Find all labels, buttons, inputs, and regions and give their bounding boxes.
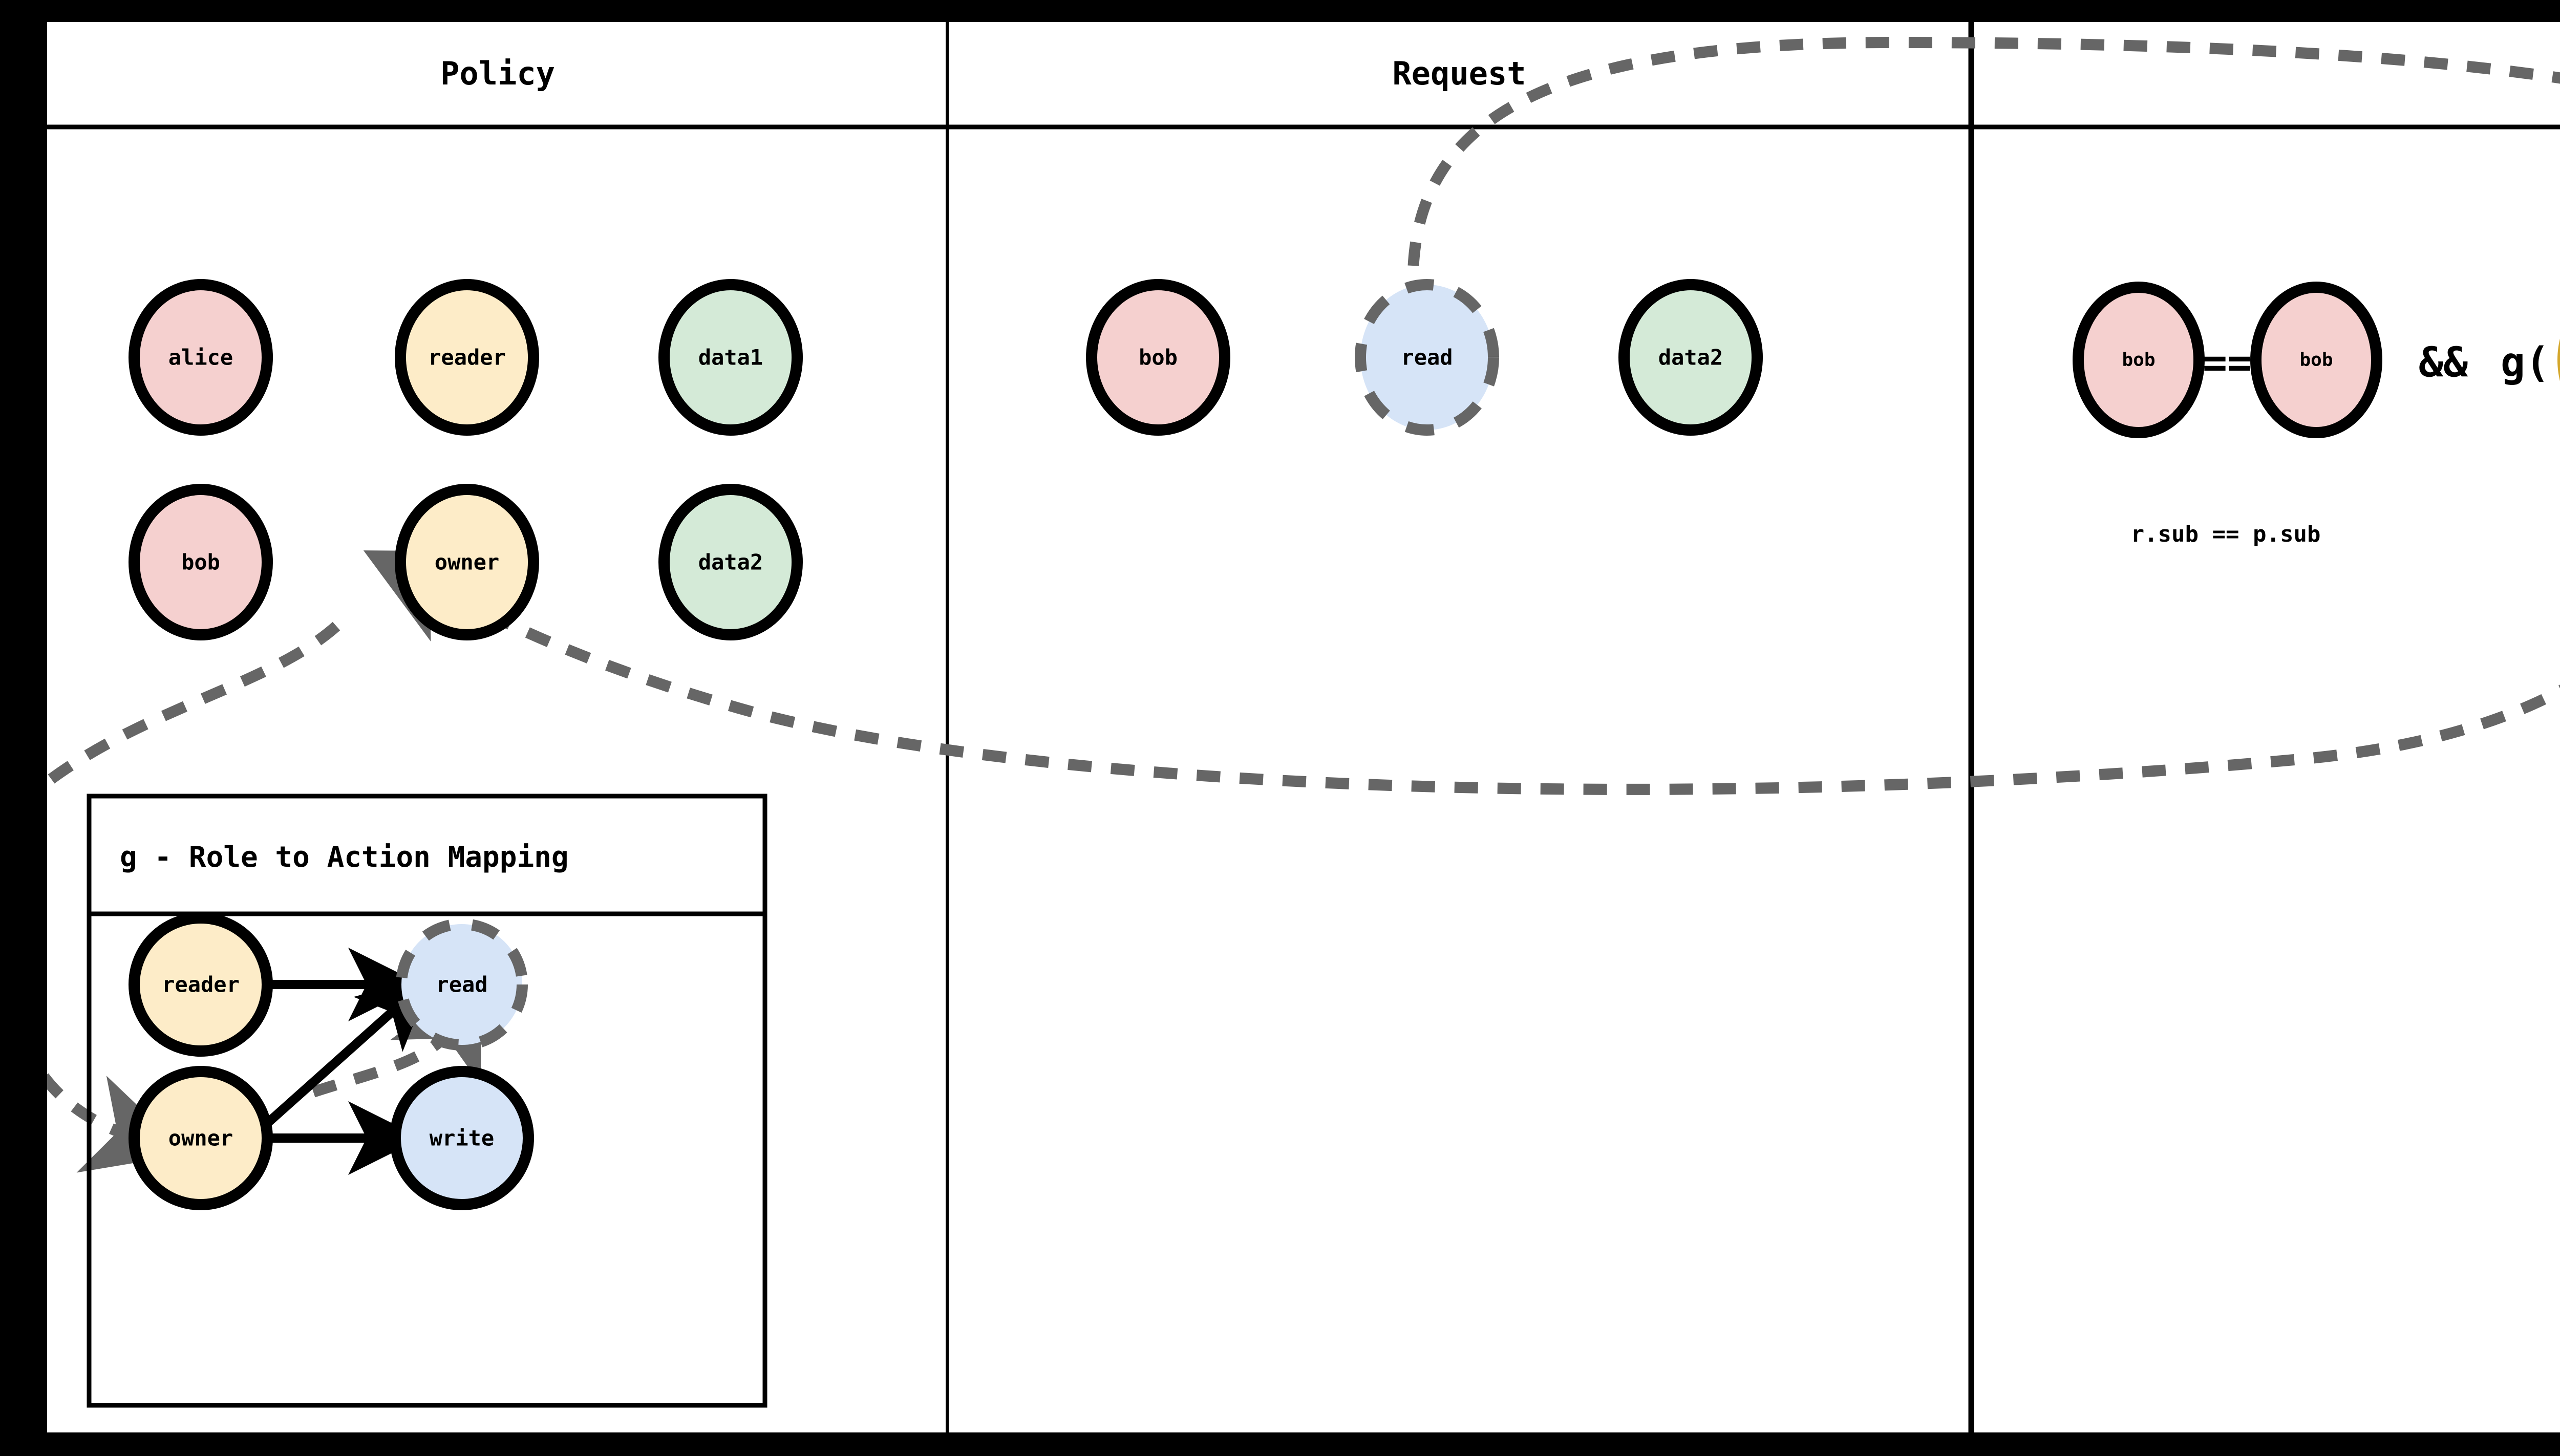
node-ellipse: [129, 1066, 273, 1210]
subgraph-role-to-action: g - Role to Action Mapping reader read o…: [87, 794, 767, 1408]
subgraph-node-read[interactable]: read: [396, 918, 528, 1051]
policy-node-alice[interactable]: alice: [129, 279, 273, 436]
node-label: alice: [168, 345, 233, 370]
node-ellipse: [1086, 279, 1230, 436]
node-label: data2: [1658, 345, 1723, 370]
link-match-owner-to-policy-owner: [363, 550, 2560, 795]
node-label: bob: [181, 550, 220, 575]
request-column: bob read data2: [1086, 279, 1763, 436]
matching-column: bob == bob && g( owner , read ) &&: [2073, 282, 2560, 547]
request-node-data2[interactable]: data2: [1618, 279, 1763, 436]
node-ellipse: [1618, 279, 1763, 436]
node-label: owner: [168, 1126, 233, 1151]
node-ellipse: [129, 912, 273, 1057]
node-label: bob: [1139, 345, 1178, 370]
node-label: data1: [698, 345, 763, 370]
subgraph-box: [87, 794, 767, 1408]
node-label: bob: [2299, 350, 2333, 371]
node-ellipse: [395, 484, 539, 640]
node-ellipse: [658, 484, 803, 640]
node-label: data2: [698, 550, 763, 575]
subgraph-node-reader[interactable]: reader: [129, 912, 273, 1057]
node-ellipse: [1355, 279, 1499, 436]
matching-operator-eq-1: ==: [2203, 339, 2252, 387]
node-label: bob: [2122, 350, 2155, 371]
column-header-request: Request: [1392, 55, 1526, 92]
node-ellipse: [395, 279, 539, 436]
node-ellipse: [396, 918, 528, 1051]
column-header-policy: Policy: [440, 55, 555, 92]
matching-operator-and-1: &&: [2419, 339, 2468, 387]
node-label: reader: [428, 345, 506, 370]
policy-node-data2[interactable]: data2: [658, 484, 803, 640]
casbin-matcher-diagram: Policy Request Matching alice reader dat…: [47, 22, 2560, 1432]
node-ellipse: [2073, 282, 2205, 438]
node-ellipse: [658, 279, 803, 436]
matching-node-bob-request[interactable]: bob: [2073, 282, 2205, 438]
node-label: write: [430, 1126, 494, 1151]
policy-node-bob[interactable]: bob: [129, 484, 273, 640]
matching-node-bob-policy[interactable]: bob: [2250, 282, 2382, 438]
policy-column: alice reader data1 bob owner data2: [129, 279, 803, 640]
link-policy-owner-to-g-owner: [47, 622, 340, 1173]
column-frame: [47, 22, 2560, 1432]
edge-owner-to-read: [259, 975, 433, 1131]
node-label: read: [436, 972, 487, 997]
node-label: reader: [162, 972, 240, 997]
node-ellipse: [2250, 282, 2382, 438]
request-node-read[interactable]: read: [1355, 279, 1499, 436]
matching-function-open: g(: [2501, 339, 2550, 387]
diagram-canvas: Policy Request Matching alice reader dat…: [47, 22, 2560, 1432]
subgraph-node-owner[interactable]: owner: [129, 1066, 273, 1210]
subgraph-title: g - Role to Action Mapping: [120, 841, 569, 874]
matching-caption-subject: r.sub == p.sub: [2131, 521, 2321, 547]
node-ellipse: [390, 1066, 534, 1210]
node-label: read: [1401, 345, 1453, 370]
policy-node-data1[interactable]: data1: [658, 279, 803, 436]
node-ellipse: [129, 484, 273, 640]
link-request-read-to-match-read: [1407, 36, 2560, 309]
policy-node-reader[interactable]: reader: [395, 279, 539, 436]
node-ellipse: [129, 279, 273, 436]
subgraph-node-write[interactable]: write: [390, 1066, 534, 1210]
node-label: owner: [435, 550, 499, 575]
request-node-bob[interactable]: bob: [1086, 279, 1230, 436]
policy-node-owner[interactable]: owner: [395, 484, 539, 640]
